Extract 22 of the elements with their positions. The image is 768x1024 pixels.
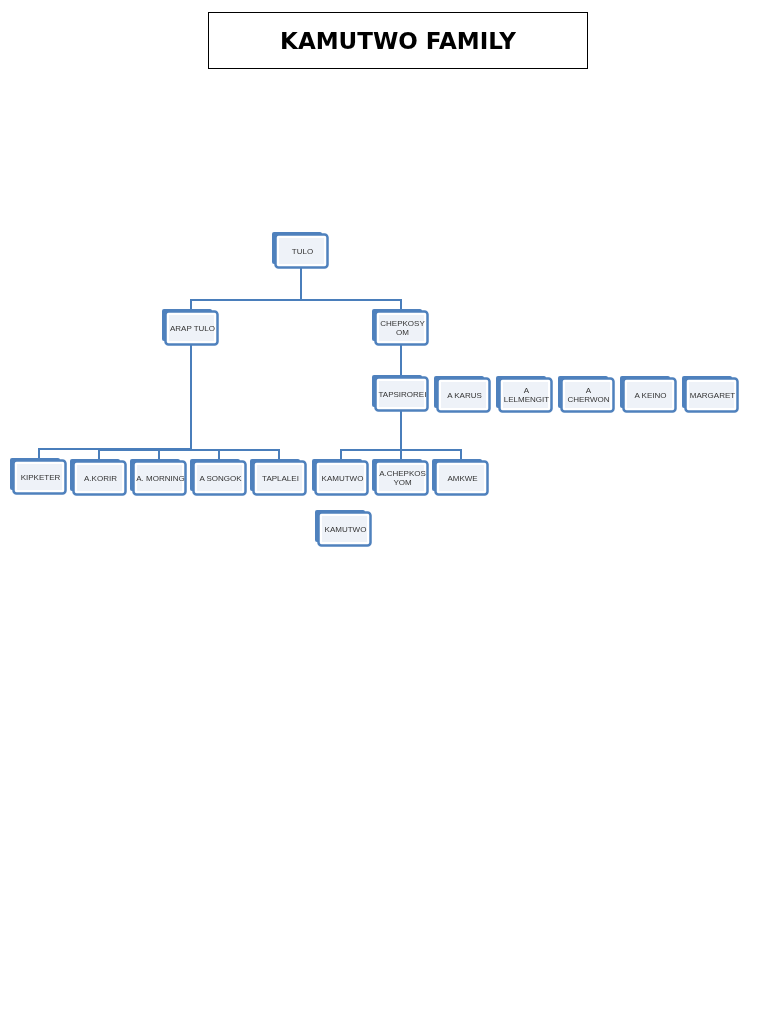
name-box: CHEPKOSYOM <box>371 308 429 346</box>
name-box: TAPLALEI <box>249 458 307 496</box>
connector-line <box>190 343 280 461</box>
name-box: A LELMENGIT <box>495 375 553 413</box>
name-box: A SONGOK <box>189 458 247 496</box>
name-box: TAPSIROREI <box>371 374 429 412</box>
name-box: KAMUTWO <box>314 509 372 547</box>
connector-line <box>400 409 462 461</box>
name-box: A CHERWON <box>557 375 615 413</box>
connector-line <box>300 266 402 311</box>
name-box: A KEINO <box>619 375 677 413</box>
name-box: KIPKETER <box>9 457 67 495</box>
name-box: TULO <box>271 231 329 269</box>
name-box: ARAP TULO <box>161 308 219 346</box>
name-box: A.CHEPKOSYOM <box>371 458 429 496</box>
name-box: MARGARET <box>681 375 739 413</box>
name-box: A. MORNING <box>129 458 187 496</box>
name-box: A KARUS <box>433 375 491 413</box>
name-box: AMKWE <box>431 458 489 496</box>
title-box: KAMUTWO FAMILY <box>208 12 588 69</box>
name-box: KAMUTWO <box>311 458 369 496</box>
name-box: A.KORIR <box>69 458 127 496</box>
